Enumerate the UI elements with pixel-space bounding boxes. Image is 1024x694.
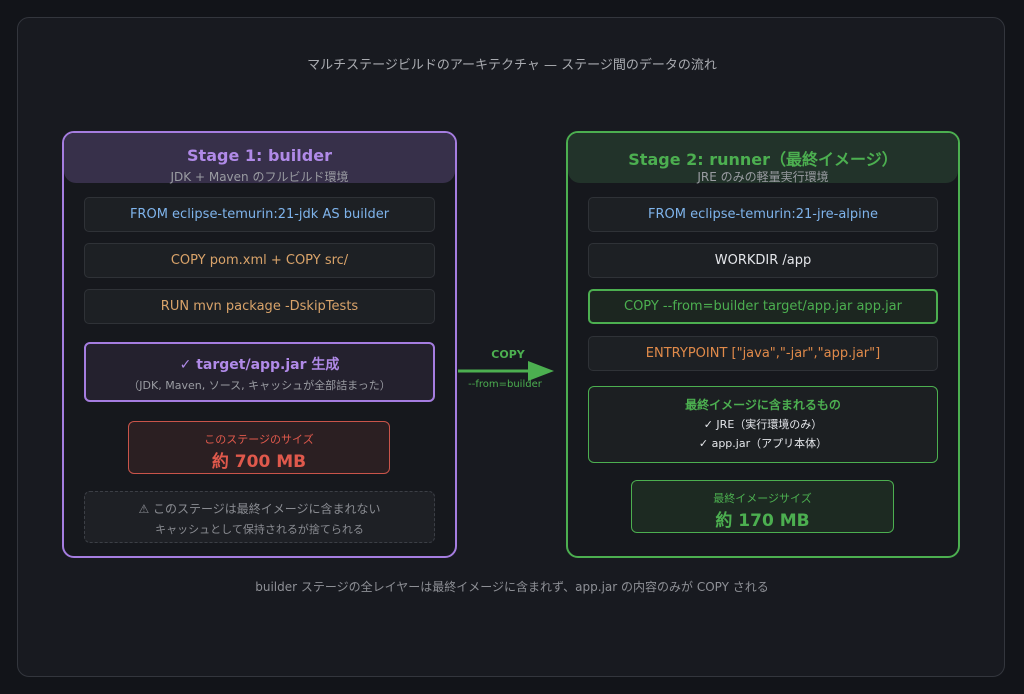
stage-subtitle: JDK + Maven のフルビルド環境 [170,170,349,184]
size-label: 最終イメージサイズ [713,492,812,505]
instruction-workdir: WORKDIR /app [588,243,938,278]
final-size-box: 最終イメージサイズ 約 170 MB [631,480,894,533]
size-label: このステージのサイズ [204,433,314,446]
stage-header [64,133,455,183]
warning-line2: キャッシュとして保持されるが捨てられる [155,523,364,536]
diagram-title: マルチステージビルドのアーキテクチャ — ステージ間のデータの流れ [307,58,717,73]
artifact-title: ✓ target/app.jar 生成 [179,357,340,373]
stage-title: Stage 1: builder [187,146,332,165]
stage-title: Stage 2: runner（最終イメージ） [628,150,898,169]
size-value: 約 170 MB [715,511,810,531]
instruction-from: FROM eclipse-temurin:21-jre-alpine [588,197,938,232]
instruction-copy: COPY pom.xml + COPY src/ [84,243,435,278]
instruction-run: RUN mvn package -DskipTests [84,289,435,324]
warning-box: ⚠ このステージは最終イメージに含まれない キャッシュとして保持されるが捨てられ… [84,491,435,543]
stage-subtitle: JRE のみの軽量実行環境 [697,170,829,184]
artifact-note: （JDK, Maven, ソース, キャッシュが全部詰まった） [128,379,391,392]
arrow-sublabel: --from=builder [468,379,542,390]
contents-item: ✓ JRE（実行環境のみ） [703,418,823,431]
contents-item: ✓ app.jar（アプリ本体） [698,437,828,450]
arrow-label: COPY [491,348,525,361]
footer-note: builder ステージの全レイヤーは最終イメージに含まれず、app.jar の… [255,580,769,594]
stage-header [568,133,958,183]
stage-builder: Stage 1: builder JDK + Maven のフルビルド環境 FR… [62,131,457,558]
stage-size-box: このステージのサイズ 約 700 MB [128,421,390,474]
instruction-copy-from: COPY --from=builder target/app.jar app.j… [588,289,938,324]
size-value: 約 700 MB [211,452,307,472]
stage-runner: Stage 2: runner（最終イメージ） JRE のみの軽量実行環境 FR… [566,131,960,558]
instruction-entrypoint: ENTRYPOINT ["java","-jar","app.jar"] [588,336,938,371]
artifact-box: ✓ target/app.jar 生成 （JDK, Maven, ソース, キャ… [84,342,435,402]
instruction-from: FROM eclipse-temurin:21-jdk AS builder [84,197,435,232]
contents-title: 最終イメージに含まれるもの [685,398,841,412]
copy-arrow-icon [458,361,554,381]
warning-line1: ⚠ このステージは最終イメージに含まれない [138,502,381,516]
contents-box: 最終イメージに含まれるもの ✓ JRE（実行環境のみ） ✓ app.jar（アプ… [588,386,938,463]
